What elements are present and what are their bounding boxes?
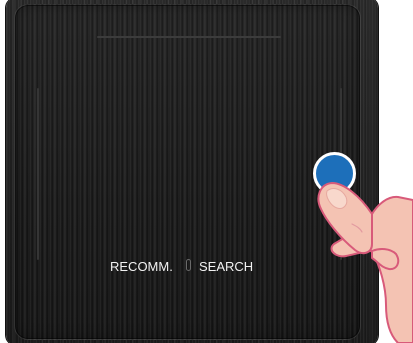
- pointing-finger-icon: [0, 0, 413, 343]
- illustration: RECOMM. SEARCH: [0, 0, 413, 343]
